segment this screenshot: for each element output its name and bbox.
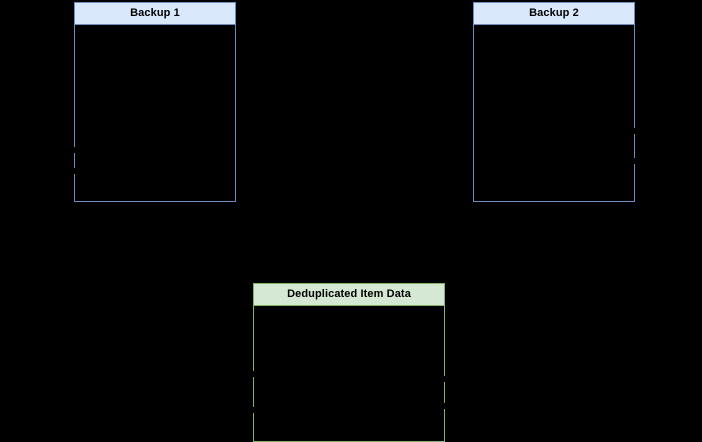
connector-gap-backup-1-0 [74, 147, 78, 153]
node-deduplicated-item-data-body [253, 306, 445, 442]
node-deduplicated-item-data[interactable]: Deduplicated Item Data [253, 283, 445, 442]
connector-gap-deduplicated-item-data-3 [441, 403, 445, 409]
connector-gap-deduplicated-item-data-1 [253, 407, 257, 413]
connector-gap-deduplicated-item-data-2 [441, 376, 445, 382]
node-backup-1-body [74, 25, 236, 202]
node-backup-2-header: Backup 2 [473, 2, 635, 25]
node-deduplicated-item-data-header: Deduplicated Item Data [253, 283, 445, 306]
node-backup-1-title: Backup 1 [130, 7, 180, 19]
node-backup-1[interactable]: Backup 1 [74, 2, 236, 202]
node-backup-1-header: Backup 1 [74, 2, 236, 25]
node-backup-2-content [475, 25, 633, 201]
node-deduplicated-item-data-content [255, 306, 443, 441]
connector-gap-backup-1-1 [74, 168, 78, 174]
node-deduplicated-item-data-title: Deduplicated Item Data [287, 288, 411, 300]
connector-gap-backup-2-1 [631, 158, 635, 164]
node-backup-2[interactable]: Backup 2 [473, 2, 635, 202]
node-backup-1-content [76, 25, 234, 201]
node-backup-2-body [473, 25, 635, 202]
connector-gap-backup-2-0 [631, 128, 635, 134]
node-backup-2-title: Backup 2 [529, 7, 579, 19]
connector-gap-deduplicated-item-data-0 [253, 371, 257, 377]
